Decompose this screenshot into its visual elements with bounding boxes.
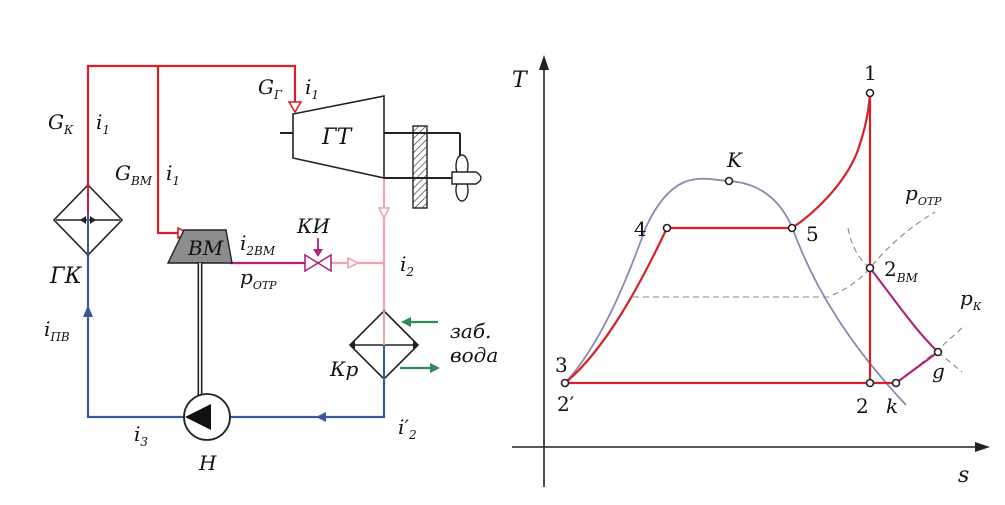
point-g <box>933 347 943 357</box>
point-k <box>891 378 901 388</box>
point-3 <box>560 378 570 388</box>
p-otr-isobar-label: pОТР <box>905 181 942 208</box>
pump-label: Н <box>198 451 217 475</box>
extraction-expansion-line <box>869 267 940 384</box>
p-k-isobar-label: pК <box>960 286 982 313</box>
point-1 <box>865 88 875 98</box>
i1-label-turbine: i1 <box>305 75 319 102</box>
cooling-water-label-2: вода <box>450 343 498 367</box>
ipv-label: iПВ <box>44 317 70 344</box>
s-axis-label: s <box>958 463 969 488</box>
cycle-heating-line <box>564 92 872 384</box>
power-plant-scheme: GК i1 GВМ i1 GГ i1 ГТ ГК ВМ i2ВМ pОТР КИ… <box>44 64 498 475</box>
exhaust-arrow-down <box>377 207 391 220</box>
point-5-label: 5 <box>806 222 819 246</box>
boiler-label: ГК <box>49 264 83 289</box>
cooling-water-label-1: заб. <box>450 319 491 343</box>
point-2 <box>865 378 875 388</box>
saturation-dome <box>564 177 907 406</box>
isobar-p-k-lower <box>937 351 963 373</box>
point-critical <box>724 176 734 186</box>
t-axis-label: T <box>512 68 529 93</box>
condenser <box>348 309 420 381</box>
i1-label-vm: i1 <box>166 161 180 188</box>
point-g-label: g <box>932 359 945 383</box>
p-otr-label-scheme: pОТР <box>240 265 277 292</box>
i2-label: i2 <box>400 252 414 279</box>
vm-exhaust-arrow <box>347 256 360 270</box>
point-1-label: 1 <box>864 61 877 85</box>
i3-label: i3 <box>134 422 148 449</box>
point-4-label: 4 <box>634 217 647 241</box>
condenser-label: Кр <box>329 357 358 381</box>
i2-prime-label: i′2 <box>398 415 417 442</box>
cycle-points <box>560 88 943 388</box>
control-valve[interactable] <box>304 238 332 273</box>
feed-water-line <box>230 380 386 419</box>
cooling-out-arrow <box>430 363 440 373</box>
point-4 <box>662 223 672 233</box>
point-k-label: k <box>886 394 898 418</box>
cooling-in-arrow <box>401 317 411 327</box>
s-axis-arrow <box>975 442 990 452</box>
boiler-heat-exchanger <box>52 183 124 257</box>
g-k-label: GК <box>48 110 74 137</box>
steam-inlet-arrow <box>287 101 303 114</box>
vm-label: ВМ <box>187 236 224 260</box>
g-vm-label: GВМ <box>115 161 153 188</box>
i2vm-label: i2ВМ <box>240 231 276 258</box>
i1-label-left: i1 <box>96 110 110 137</box>
valve-label: КИ <box>296 214 330 238</box>
point-2-label: 2 <box>856 394 869 418</box>
auxiliary-steam-line <box>156 66 178 235</box>
ts-diagram: T s 1 K 4 5 2ВМ 3 <box>512 55 990 488</box>
isobar-intermediate <box>633 267 871 298</box>
t-axis-arrow <box>539 55 549 70</box>
point-2vm-label: 2ВМ <box>884 257 919 285</box>
point-2vm <box>865 263 875 273</box>
feed-pump <box>183 393 231 441</box>
point-2prime-label: 2′ <box>557 392 575 416</box>
water-arrow-left <box>316 412 326 422</box>
main-steam-line <box>86 64 297 192</box>
auxiliary-machine <box>166 229 233 395</box>
turbine-label: ГТ <box>321 125 354 150</box>
point-3-label: 3 <box>555 353 568 377</box>
gas-turbine <box>280 95 461 209</box>
g-g-label: GГ <box>258 75 283 102</box>
pump-to-boiler-line <box>86 254 185 419</box>
propeller-icon <box>427 154 482 202</box>
critical-point-label: K <box>726 148 743 172</box>
point-5 <box>787 223 797 233</box>
water-arrow-up <box>83 305 93 317</box>
